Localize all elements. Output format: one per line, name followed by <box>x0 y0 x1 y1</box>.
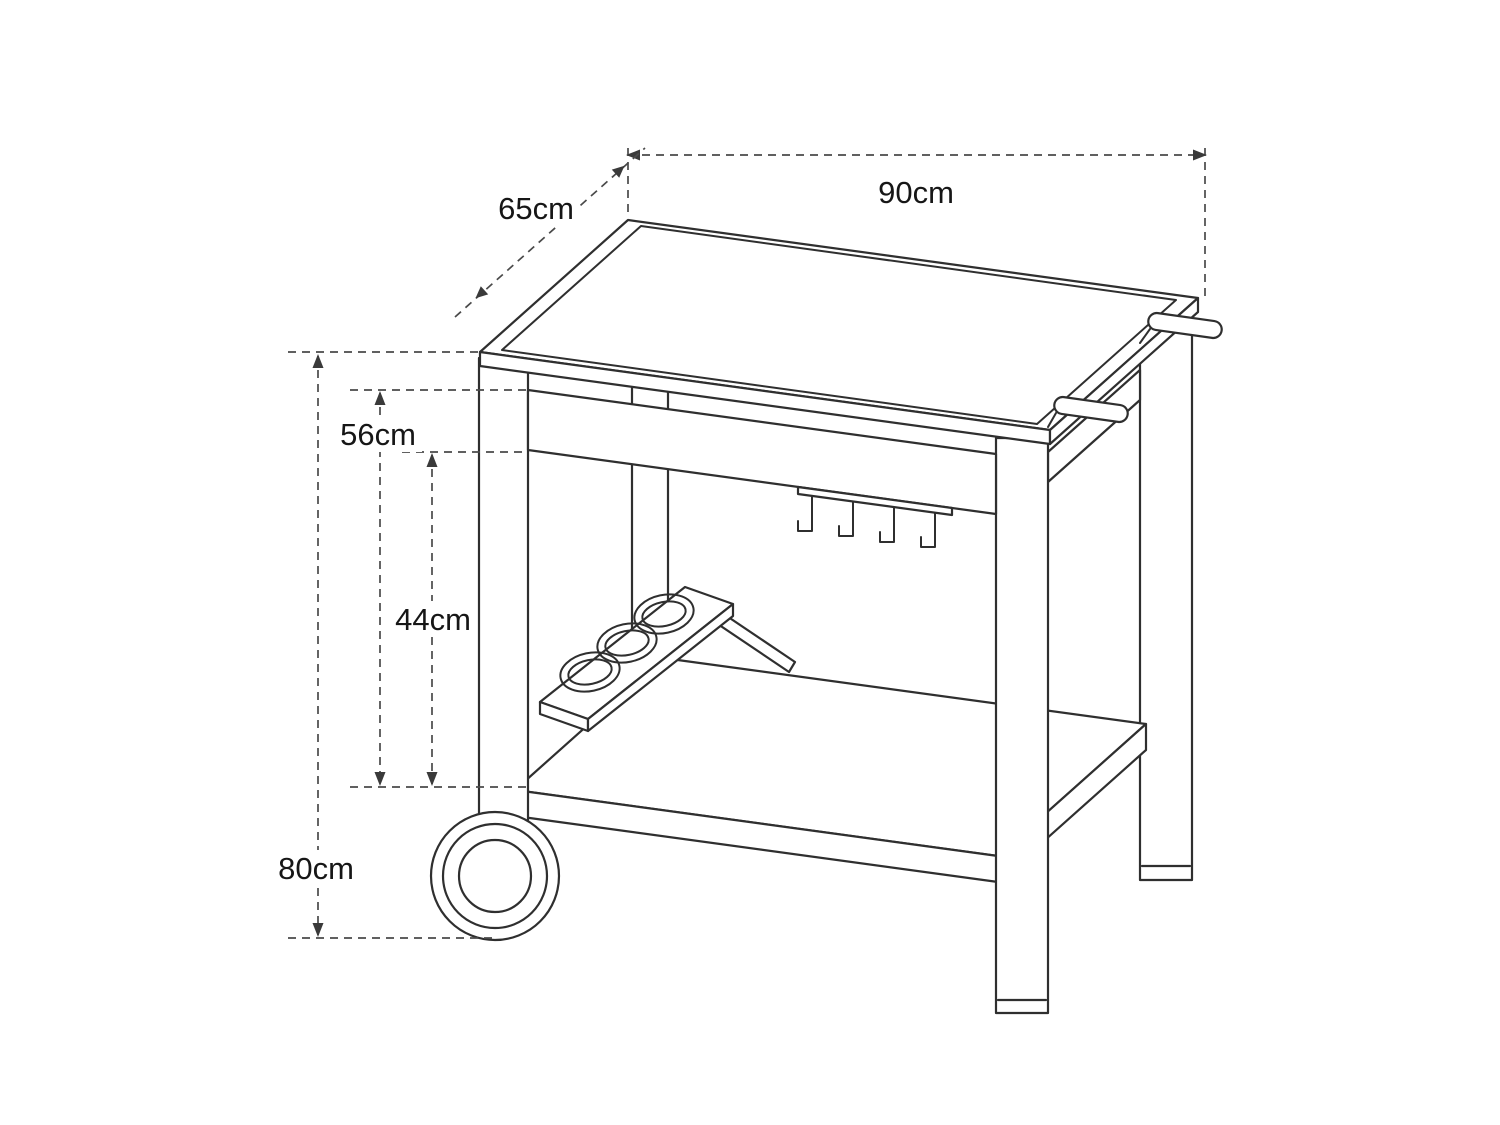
dimension-clearance-44: 44cm <box>389 453 477 786</box>
tabletop-inner-rim <box>501 225 1177 425</box>
bottle-ring <box>559 651 621 693</box>
hook-rail <box>796 485 954 548</box>
dimension-line-65 <box>454 147 646 318</box>
arrowhead <box>312 354 324 368</box>
arrowhead <box>312 923 324 937</box>
bottle-ring-inner <box>641 600 687 628</box>
arrowhead <box>1193 149 1207 161</box>
bottle-holder-plate-edge-side <box>586 602 735 733</box>
hook <box>797 496 813 532</box>
label-backing <box>389 601 477 637</box>
bottle-ring <box>596 622 658 664</box>
dimension-label-80cm: 80cm <box>278 851 354 886</box>
arrowhead <box>611 165 625 178</box>
arrowhead <box>374 772 386 786</box>
dimension-width-90: 90cm <box>626 148 1207 302</box>
dimension-height-80: 80cm <box>272 354 360 937</box>
cart-drawing <box>429 218 1223 1015</box>
dimensions: 90cm 65cm 80cm <box>272 147 1207 939</box>
bottle-ring-inner <box>567 658 613 686</box>
bottle-ring <box>633 593 695 635</box>
wheel-hub <box>457 838 533 914</box>
front-left-leg <box>477 356 530 842</box>
dimension-label-65cm: 65cm <box>498 191 574 226</box>
arrowhead <box>475 286 489 299</box>
handle-bracket <box>1139 328 1151 344</box>
bottle-ring-inner <box>604 629 650 657</box>
arrowhead <box>626 149 640 161</box>
dimension-label-90cm: 90cm <box>878 175 954 210</box>
arrowhead <box>426 772 438 786</box>
arrowhead <box>374 391 386 405</box>
front-apron <box>526 388 998 516</box>
label-backing <box>494 192 578 226</box>
wheel <box>429 810 561 942</box>
hook <box>920 512 936 548</box>
dimension-label-56cm: 56cm <box>340 417 416 452</box>
arrowhead <box>426 453 438 467</box>
back-right-leg <box>1138 303 1194 882</box>
dimension-label-44cm: 44cm <box>395 602 471 637</box>
label-backing <box>272 850 360 886</box>
handle-bracket <box>1047 412 1057 428</box>
handle-grip-front <box>1053 395 1129 424</box>
hook <box>838 501 854 537</box>
reference-lines <box>288 351 526 939</box>
label-backing <box>334 416 422 452</box>
dimension-clearance-56: 56cm <box>334 391 422 786</box>
hook <box>879 507 895 543</box>
handle <box>1047 311 1223 428</box>
front-right-leg <box>994 436 1050 1015</box>
handle-grip-rear <box>1147 311 1223 340</box>
bottle-holder <box>538 585 797 733</box>
dimension-depth-65: 65cm <box>454 147 646 318</box>
hook-bar <box>796 485 954 517</box>
